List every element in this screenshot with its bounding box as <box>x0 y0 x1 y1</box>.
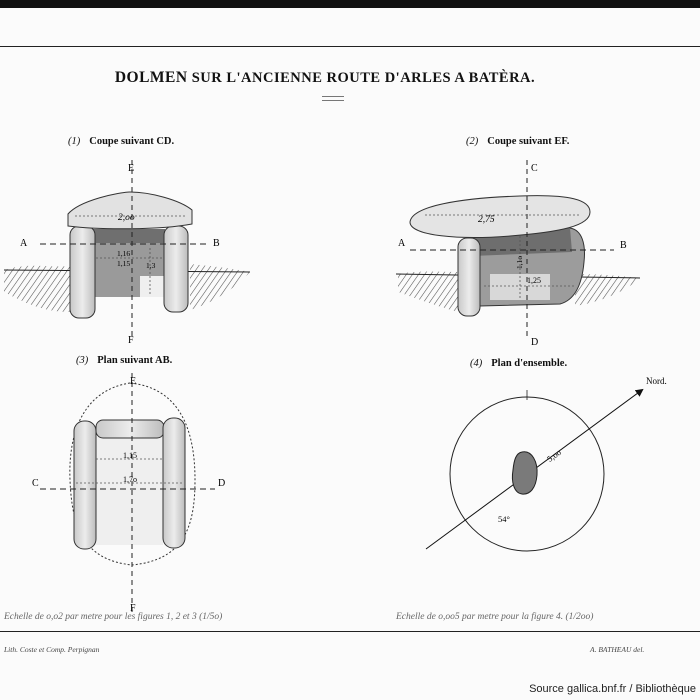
fig1-ground <box>4 265 70 312</box>
fig4-caption: (4) Plan d'ensemble. <box>470 358 567 369</box>
source-link[interactable]: Source gallica.bnf.fr / Bibliothèque <box>529 683 696 695</box>
fig2-caption-text: Coupe suivant EF. <box>487 136 570 147</box>
fig2-axis-b: B <box>620 240 627 251</box>
fig3-dim-2: 1,7o <box>123 475 137 484</box>
scale-note-left: Echelle de o,o2 par metre pour les figur… <box>4 612 223 622</box>
fig1-number: (1) <box>68 136 81 147</box>
fig3-number: (3) <box>76 355 89 366</box>
fig4-number: (4) <box>470 358 483 369</box>
fig3-axis-e: E <box>130 376 136 387</box>
fig1-dim-inner-1: 1,16 <box>117 249 130 258</box>
fig1-caption-text: Coupe suivant CD. <box>89 136 175 147</box>
credit-right: A. BATHEAU del. <box>590 645 645 654</box>
fig1-axis-a: A <box>20 238 28 249</box>
fig1-dim-inner-2: 1,15 <box>117 259 130 268</box>
plate-border-bottom <box>0 631 700 632</box>
fig2-number: (2) <box>466 136 479 147</box>
fig4-dolmen-mark <box>511 451 538 495</box>
fig3-caption-text: Plan suivant AB. <box>97 355 173 366</box>
fig1-axis-b: B <box>213 238 220 249</box>
fig3-plan-ab: E F C D 1,15 1,7o <box>32 373 225 614</box>
fig3-caption: (3) Plan suivant AB. <box>76 355 172 366</box>
fig3-axis-f: F <box>130 603 136 614</box>
fig2-dim-width: 1,25 <box>527 276 541 285</box>
fig1-right-upright <box>163 225 189 313</box>
fig1-dim-inner-3: 1,3 <box>146 261 156 270</box>
fig4-north-label: Nord. <box>646 376 667 386</box>
fig2-ground <box>398 271 458 312</box>
fig4-angle-label: 54° <box>498 514 510 524</box>
fig1-capstone <box>67 191 193 230</box>
fig2-axis-d: D <box>531 337 538 348</box>
plate-title: DOLMEN SUR L'ANCIENNE ROUTE D'ARLES A BA… <box>0 69 650 87</box>
plate-border-top <box>0 46 700 47</box>
fig1-axis-f: F <box>128 335 134 346</box>
fig1-axis-e: E <box>128 163 134 174</box>
plate-top-edge <box>0 0 700 8</box>
fig2-section-ef: C D A B 2,75 1,1o 1,25 <box>395 160 641 348</box>
fig3-axis-c: C <box>32 478 39 489</box>
fig1-section-cd: E F A B 2,oo 1,16 1,15 1,3 <box>3 160 251 346</box>
fig4-caption-text: Plan d'ensemble. <box>491 358 568 369</box>
fig2-dim-top: 2,75 <box>478 215 495 225</box>
fig2-ground-right <box>575 274 640 306</box>
fig3-left-stone <box>73 420 97 550</box>
fig2-caption: (2) Coupe suivant EF. <box>466 136 569 147</box>
fig1-caption: (1) Coupe suivant CD. <box>68 136 174 147</box>
title-lead: DOLMEN <box>114 69 188 86</box>
fig1-left-upright <box>69 225 96 319</box>
fig3-dim-1: 1,15 <box>123 451 137 460</box>
fig1-ground-right <box>190 264 250 310</box>
credit-left: Lith. Coste et Comp. Perpignan <box>4 645 100 654</box>
fig4-general-plan: Nord. 5,oo 54° <box>425 376 667 552</box>
title-ornament <box>322 96 344 101</box>
fig2-axis-a: A <box>398 238 406 249</box>
scale-note-right: Echelle de o,oo5 par metre pour la figur… <box>396 612 594 622</box>
fig2-dim-height: 1,1o <box>515 256 524 269</box>
title-rest: SUR L'ANCIENNE ROUTE D'ARLES A BATÈRA. <box>191 70 536 86</box>
fig1-dim-top: 2,oo <box>118 213 135 223</box>
fig2-axis-c: C <box>531 163 538 174</box>
fig2-capstone <box>409 195 591 238</box>
fig3-axis-d: D <box>218 478 225 489</box>
fig3-back-stone <box>95 419 165 439</box>
